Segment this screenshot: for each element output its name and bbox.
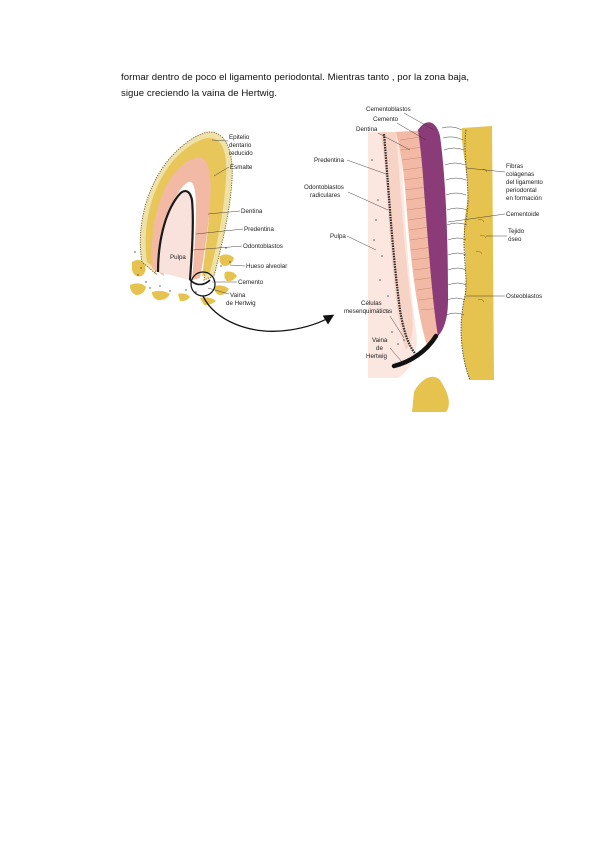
body-text-line-1: formar dentro de poco el ligamento perio…	[121, 72, 470, 83]
label-pulpa-right: Pulpa	[330, 233, 346, 240]
enamel-layer	[145, 138, 227, 276]
zoom-arrow	[202, 295, 335, 332]
tooth-germ-figure: Epitelio dentario reducido Esmalte Denti…	[130, 131, 287, 307]
hertwig-sheath-left	[189, 279, 211, 286]
collagen-fibers	[441, 126, 468, 316]
label-vaina-right-2: de	[376, 345, 383, 352]
label-dentina-right: Dentina	[356, 126, 378, 133]
label-vaina-1: Vaina	[230, 292, 246, 299]
label-odontoblastos-2: radiculares	[310, 192, 340, 199]
label-osteoblastos: Osteoblastos	[506, 293, 542, 300]
label-celulas-1: Células	[361, 300, 382, 307]
bone-bottom-fragment	[412, 376, 449, 412]
label-epitelio-1: Epitelio	[229, 134, 250, 141]
odontoblast-line	[156, 190, 194, 281]
label-odontoblastos: Odontoblastos	[243, 243, 283, 250]
label-predentina: Predentina	[244, 226, 274, 233]
body-text: formar dentro de poco el ligamento perio…	[121, 70, 501, 102]
root-formation-figure: Cementoblastos Cemento Dentina Predentin…	[304, 106, 543, 412]
label-esmalte: Esmalte	[230, 164, 253, 171]
label-fibras-2: colágenas	[506, 171, 534, 178]
mesenchyme-dots-right	[371, 159, 411, 347]
label-pulpa-left: Pulpa	[170, 254, 186, 261]
bone-tissue	[461, 126, 494, 380]
label-predentina-right: Predentina	[314, 157, 344, 164]
label-odontoblastos-1: Odontoblastos	[304, 184, 344, 191]
label-epitelio-3: reducido	[229, 150, 253, 157]
label-hueso-alveolar: Hueso alveolar	[246, 263, 287, 270]
label-celulas-2: mesenquimáticas	[344, 308, 392, 315]
label-dentina: Dentina	[241, 208, 263, 215]
body-text-line-2: sigue creciendo la vaina de Hertwig.	[121, 88, 277, 99]
label-epitelio-2: dentario	[229, 142, 252, 149]
label-cemento-right: Cemento	[373, 116, 399, 123]
label-fibras-1: Fibras	[506, 163, 523, 170]
label-cementoide: Cementoide	[506, 211, 540, 218]
label-vaina-right-3: Hertwig	[366, 353, 388, 360]
hertwig-sheath-right	[391, 333, 439, 369]
osteoblast-edge	[460, 129, 471, 381]
label-vaina-2: de Hertwig	[226, 300, 256, 307]
label-fibras-4: periodontal	[506, 187, 537, 194]
dentin-layer	[151, 157, 211, 280]
pulp-region	[158, 191, 193, 280]
label-fibras-5: en formación	[506, 195, 542, 202]
label-tejido-1: Tejido	[508, 228, 525, 235]
label-cemento-left: Cemento	[238, 279, 264, 286]
odontoblast-row	[382, 133, 419, 357]
cementum-layer	[418, 122, 448, 337]
label-fibras-3: del ligamento	[506, 179, 543, 186]
label-tejido-2: óseo	[508, 236, 522, 243]
label-vaina-right-1: Vaina	[372, 337, 388, 344]
label-cementoblastos: Cementoblastos	[366, 106, 411, 113]
